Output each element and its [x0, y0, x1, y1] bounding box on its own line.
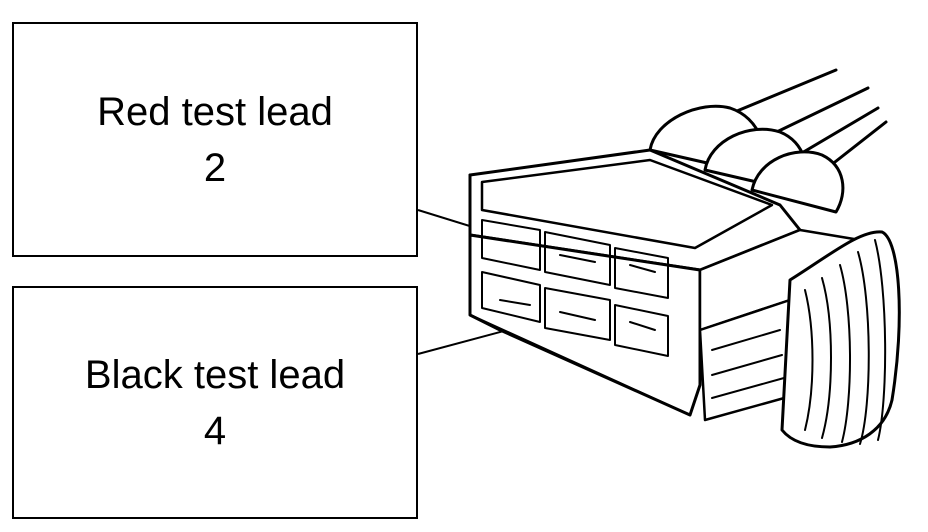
red-test-lead-label: Red test lead [97, 89, 333, 134]
black-test-lead-label: Black test lead [84, 352, 346, 397]
connector-illustration-icon [468, 68, 901, 449]
red-test-lead-callout: Red test lead 2 [12, 22, 418, 257]
red-test-lead-pin: 2 [203, 145, 227, 190]
black-test-lead-callout: Black test lead 4 [12, 286, 418, 519]
black-test-lead-pin: 4 [203, 408, 227, 453]
